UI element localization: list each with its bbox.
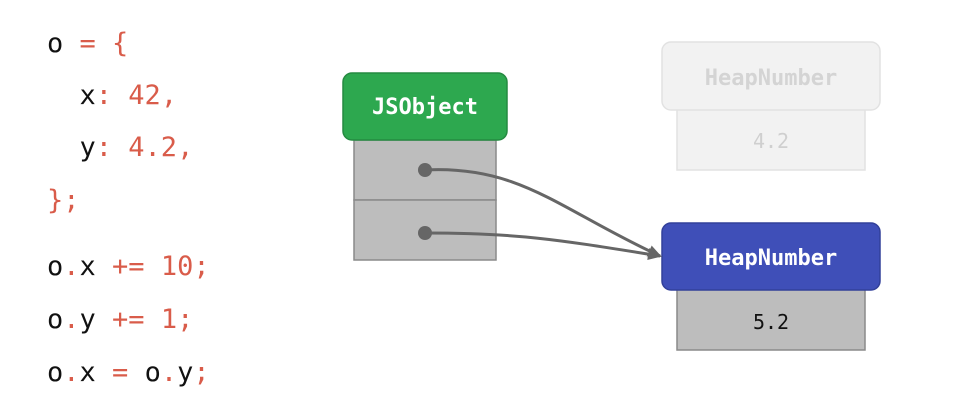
- code-token: =: [95, 357, 145, 388]
- code-token: };: [47, 185, 80, 216]
- code-line: o.x += 10;: [47, 251, 210, 283]
- code-token: .: [63, 251, 80, 282]
- new-heapnumber-label: HeapNumber: [705, 246, 837, 271]
- code-token: o: [47, 251, 64, 282]
- code-token: x: [79, 251, 96, 282]
- code-token: y: [79, 132, 96, 163]
- code-token: o: [144, 357, 161, 388]
- code-token: y: [79, 304, 96, 335]
- code-token: ,: [177, 132, 194, 163]
- code-line: };: [47, 185, 80, 217]
- code-token: = {: [63, 28, 129, 59]
- new-heapnumber-value: 5.2: [753, 310, 789, 334]
- code-token: .: [63, 304, 80, 335]
- code-token: ;: [193, 251, 210, 282]
- code-token: +=: [95, 251, 161, 282]
- code-line: y: 4.2,: [47, 132, 194, 164]
- code-line: o.y += 1;: [47, 304, 193, 336]
- code-line: x: 42,: [47, 80, 178, 112]
- code-token: y: [177, 357, 194, 388]
- pointer-y-dot: [418, 226, 432, 240]
- old-heapnumber-header: [661, 41, 881, 111]
- new-heapnumber-value-cell: [676, 288, 866, 351]
- new-heapnumber-header: [661, 222, 881, 291]
- code-token: 1: [160, 304, 178, 335]
- code-token: :: [95, 80, 129, 111]
- code-token: 4.2: [128, 132, 178, 163]
- code-token: o: [47, 28, 64, 59]
- code-token: ,: [160, 80, 178, 111]
- code-line: o.x = o.y;: [47, 357, 210, 389]
- jsobject-header: [342, 72, 508, 141]
- code-token: .: [160, 357, 178, 388]
- old-heapnumber-box: HeapNumber 4.2: [661, 41, 881, 171]
- code-token: o: [47, 357, 64, 388]
- code-token: x: [79, 357, 96, 388]
- code-token: o: [47, 304, 64, 335]
- code-token: +=: [95, 304, 161, 335]
- new-heapnumber-box: HeapNumber 5.2: [661, 222, 881, 351]
- old-heapnumber-label: HeapNumber: [705, 66, 837, 91]
- pointer-x-arrow: [424, 168, 662, 258]
- code-token: 10: [160, 251, 194, 282]
- code-token: ;: [193, 357, 210, 388]
- code-token: .: [63, 357, 80, 388]
- old-heapnumber-value-cell: [676, 107, 866, 171]
- code-token: :: [95, 132, 129, 163]
- old-heapnumber-value: 4.2: [753, 129, 789, 153]
- jsobject-label: JSObject: [372, 95, 478, 120]
- code-token: x: [79, 80, 96, 111]
- pointer-y-arrow: [424, 231, 662, 261]
- code-token: ;: [177, 304, 194, 335]
- code-token: 42: [128, 80, 161, 111]
- code-line: o = {: [47, 28, 128, 60]
- pointer-x-dot: [418, 163, 432, 177]
